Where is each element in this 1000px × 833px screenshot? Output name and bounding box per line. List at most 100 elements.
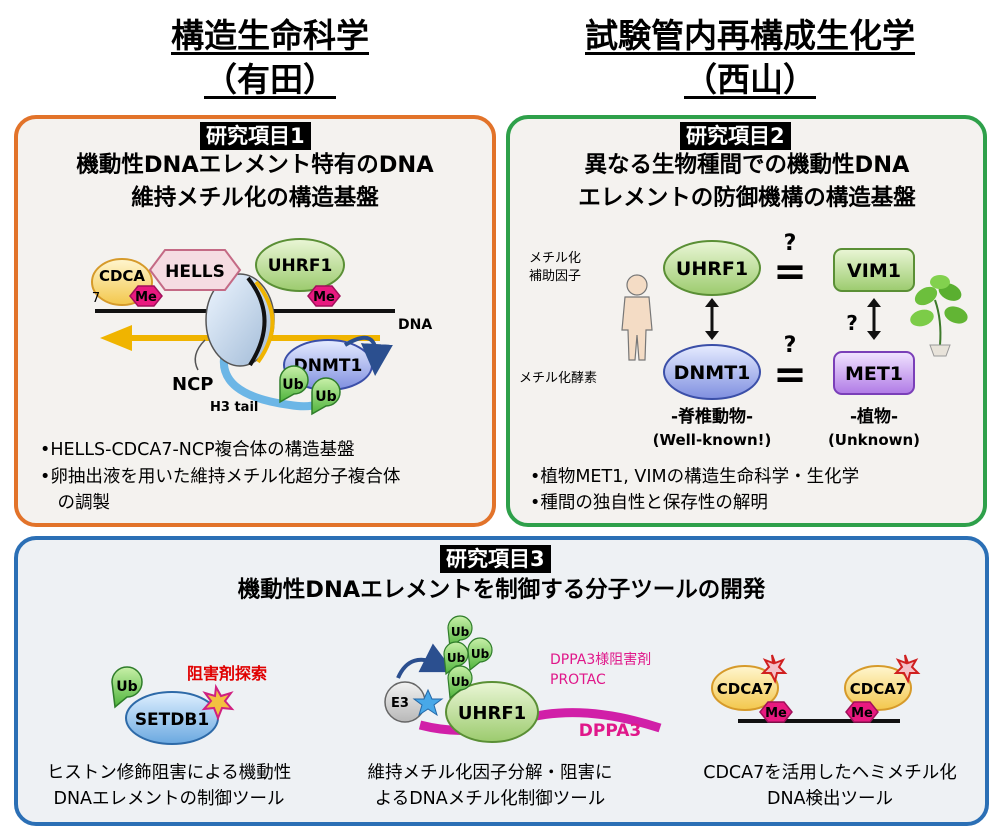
- ncp-label: NCP: [172, 374, 213, 395]
- question-mark-1: ?: [784, 231, 797, 256]
- hells-hexagon: [148, 249, 242, 291]
- ub-balloon-1: [279, 365, 309, 404]
- question-mark-3: ?: [846, 311, 858, 335]
- panel-research-item-2: [506, 115, 987, 527]
- header-right-title: 試験管内再構成生化学: [585, 16, 915, 55]
- human-figure-icon: [621, 274, 653, 361]
- tool3-caption-line1: CDCA7を活用したヘミメチル化: [703, 763, 957, 783]
- dppa3-label: DPPA3: [579, 721, 641, 741]
- vertebrate-note: (Well-known!): [653, 431, 772, 449]
- dnmt1-curved-arrow: [343, 335, 393, 376]
- tool3-caption-line2: DNA検出ツール: [766, 789, 894, 809]
- header-left-name: （有田）: [204, 60, 336, 99]
- svg-text:Ub: Ub: [447, 651, 466, 665]
- uhrf1-label-p2: UHRF1: [676, 258, 748, 280]
- equals-sign-1: =: [773, 249, 807, 295]
- me-label-tool3-a: Me: [765, 706, 787, 721]
- inhibitor-star-icon: [201, 683, 235, 721]
- e3-label: E3: [391, 696, 409, 711]
- vert-double-arrow-left: [705, 298, 719, 340]
- ub-balloon-2: [311, 377, 341, 416]
- tool1-caption-line1: ヒストン修飾阻害による機動性: [46, 763, 292, 783]
- question-mark-2: ?: [784, 333, 797, 358]
- signal-star-icon-b: [893, 654, 921, 684]
- ub-label-tool1: Ub: [116, 679, 137, 695]
- panel3-title: 機動性DNAエレメントを制御する分子ツールの開発: [237, 577, 766, 603]
- enzyme-label: メチル化酵素: [519, 371, 597, 386]
- tool2-caption-line1: 維持メチル化因子分解・阻害に: [367, 763, 613, 783]
- me-label-tool3-b: Me: [851, 706, 873, 721]
- me-hexagon-2: [307, 285, 341, 307]
- signal-star-icon-a: [760, 654, 788, 684]
- uhrf1-oval-tool2: [445, 681, 539, 743]
- cofactor-label-1: メチル化: [529, 251, 581, 266]
- cdca7-oval-tool3-a: [711, 665, 779, 711]
- dppa3-inhibitor-note: DPPA3様阻害剤: [550, 652, 651, 668]
- header-right-name: （西山）: [684, 60, 816, 99]
- header-left-title: 構造生命科学: [171, 16, 369, 55]
- cdca7-label-tool3-a: CDCA7: [717, 680, 774, 698]
- ub-label-1: Ub: [282, 377, 303, 393]
- dnmt1-oval-p2: [663, 344, 761, 400]
- panel2-title-line1: 異なる生物種間での機動性DNA: [584, 152, 910, 178]
- met1-box: [833, 351, 915, 395]
- yellow-arrow-head: [100, 325, 132, 351]
- ub-label-2: Ub: [315, 389, 336, 405]
- protac-note: PROTAC: [550, 672, 606, 688]
- panel2-tag: 研究項目2: [680, 122, 791, 150]
- met1-label: MET1: [845, 363, 903, 385]
- me-hexagon-tool3-b: [845, 701, 879, 723]
- h3-tail-label: H3 tail: [210, 400, 258, 415]
- me-hexagon-tool3-a: [759, 701, 793, 723]
- ub-cluster-tool2: Ub Ub Ub Ub: [443, 615, 493, 700]
- vim1-label: VIM1: [847, 260, 901, 282]
- panel2-bullet-1: •植物MET1, VIMの構造生命科学・生化学: [530, 467, 860, 487]
- cdca-label: CDCA: [99, 267, 145, 285]
- vertebrate-label: -脊椎動物-: [671, 406, 753, 427]
- panel1-title-line2: 維持メチル化の構造基盤: [131, 185, 379, 211]
- dnmt1-label-p2: DNMT1: [674, 362, 751, 384]
- dnmt1-label-p1: DNMT1: [294, 356, 363, 376]
- plant-note: (Unknown): [828, 431, 920, 449]
- me-label-1: Me: [135, 290, 157, 305]
- ub-balloon-tool1: [111, 666, 143, 709]
- panel1-bullet-1: •HELLS-CDCA7-NCP複合体の構造基盤: [40, 440, 355, 460]
- me-hexagon-1: [129, 285, 163, 307]
- panel3-tag: 研究項目3: [440, 545, 551, 573]
- panel1-bullet-2: •卵抽出液を用いた維持メチル化超分子複合体: [40, 467, 401, 487]
- cdca7-oval-tool3-b: [844, 665, 912, 711]
- me-label-2: Me: [313, 290, 335, 305]
- panel2-bullet-2: •種間の独自性と保存性の解明: [530, 493, 768, 513]
- uhrf1-label-tool2: UHRF1: [458, 703, 526, 724]
- ub-transfer-arrow: [396, 643, 455, 679]
- inhibitor-search-label: 阻害剤探索: [187, 664, 267, 683]
- equals-sign-2: =: [773, 352, 807, 398]
- plant-icon: [910, 275, 968, 357]
- panel2-title-line2: エレメントの防御機構の構造基盤: [578, 185, 916, 211]
- svg-text:Ub: Ub: [451, 625, 470, 639]
- tool2-caption-line2: よるDNAメチル化制御ツール: [374, 789, 606, 809]
- vert-double-arrow-right: [867, 298, 881, 340]
- tool1-caption-line2: DNAエレメントの制御ツール: [53, 789, 285, 809]
- vim1-box: [833, 248, 915, 292]
- plant-label: -植物-: [850, 406, 898, 427]
- uhrf1-oval-p2: [663, 240, 761, 296]
- cdca7-label-tool3-b: CDCA7: [850, 680, 907, 698]
- uhrf1-oval-p1: [255, 238, 345, 292]
- setdb1-label: SETDB1: [135, 710, 209, 730]
- panel1-tag: 研究項目1: [200, 122, 311, 150]
- panel1-bullet-2-cont: の調製: [40, 493, 110, 513]
- uhrf1-label-p1: UHRF1: [268, 256, 333, 276]
- dna-label-p1: DNA: [398, 317, 432, 333]
- panel-research-item-3: [14, 536, 989, 826]
- panel1-title-line1: 機動性DNAエレメント特有のDNA: [76, 152, 434, 178]
- hells-label: HELLS: [165, 262, 225, 282]
- protac-star-icon: [412, 688, 444, 717]
- cdca-seven-label: 7: [92, 291, 100, 306]
- svg-text:Ub: Ub: [471, 647, 490, 661]
- cofactor-label-2: 補助因子: [529, 269, 581, 284]
- svg-text:Ub: Ub: [451, 675, 470, 689]
